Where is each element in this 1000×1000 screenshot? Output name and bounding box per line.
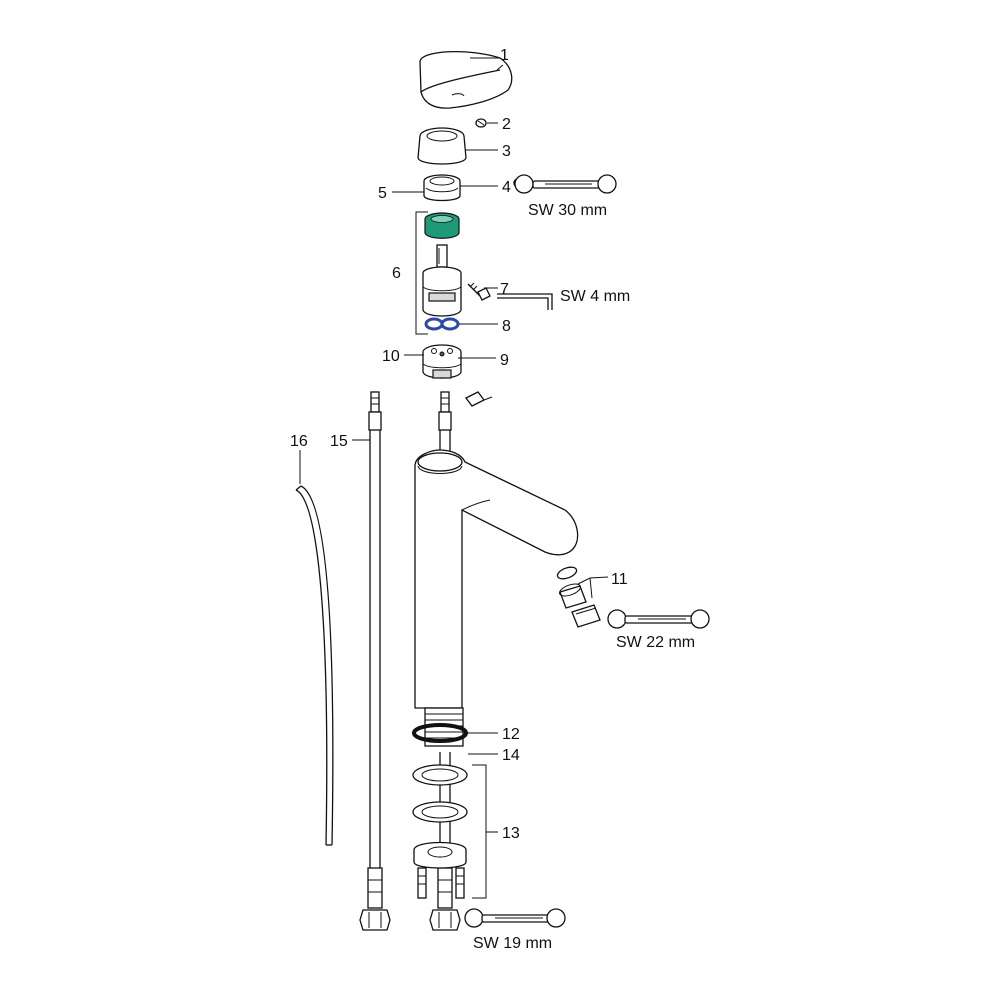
label-part-16: 16: [290, 433, 308, 450]
label-sw30: SW 30 mm: [528, 202, 607, 219]
label-part-1: 1: [500, 47, 509, 64]
part-number-labels: 1 2 3 4 5 6 7 8 9 10 11 12 13 14 15 16: [290, 47, 628, 842]
label-sw4: SW 4 mm: [560, 288, 630, 305]
label-sw19: SW 19 mm: [473, 935, 552, 952]
part-13-14-mounting-set: [412, 764, 487, 899]
label-part-11: 11: [611, 571, 628, 588]
label-part-12: 12: [502, 726, 520, 743]
leader-lines: [299, 64, 609, 833]
part-6-cartridge: [415, 211, 462, 335]
label-part-9: 9: [500, 352, 509, 369]
label-part-7: 7: [500, 281, 509, 298]
part-16-flexible-hose: [295, 485, 334, 846]
part-15-supply-hose-left: [359, 391, 391, 931]
part-3-cover-cap: [417, 127, 467, 165]
part-11-aerator: [556, 566, 601, 628]
part-7-screw: [467, 282, 491, 301]
label-part-8: 8: [502, 318, 511, 335]
label-part-3: 3: [502, 143, 511, 160]
mixer-body: [414, 449, 579, 747]
part-2-grub-screw: [475, 118, 487, 128]
label-part-5: 5: [378, 185, 387, 202]
label-part-14: 14: [502, 747, 520, 764]
allen-key-icon: [497, 293, 553, 310]
wrench-icon-sw30: [513, 174, 617, 194]
label-part-6: 6: [392, 265, 401, 282]
part-1-lever-handle: [419, 50, 513, 109]
wrench-icon-sw19: [464, 908, 566, 928]
part-8-o-rings: [424, 317, 460, 331]
label-sw22: SW 22 mm: [616, 634, 695, 651]
label-part-10: 10: [382, 348, 400, 365]
label-part-2: 2: [502, 116, 511, 133]
part-9-10-valve-insert: [422, 344, 493, 407]
label-part-15: 15: [330, 433, 348, 450]
part-4-5-cartridge-nut: [423, 174, 461, 202]
wrench-size-labels: SW 30 mm SW 4 mm SW 22 mm SW 19 mm: [473, 202, 695, 952]
wrench-icon-sw22: [607, 609, 710, 629]
label-part-4: 4: [502, 179, 511, 196]
label-part-13: 13: [502, 825, 520, 842]
